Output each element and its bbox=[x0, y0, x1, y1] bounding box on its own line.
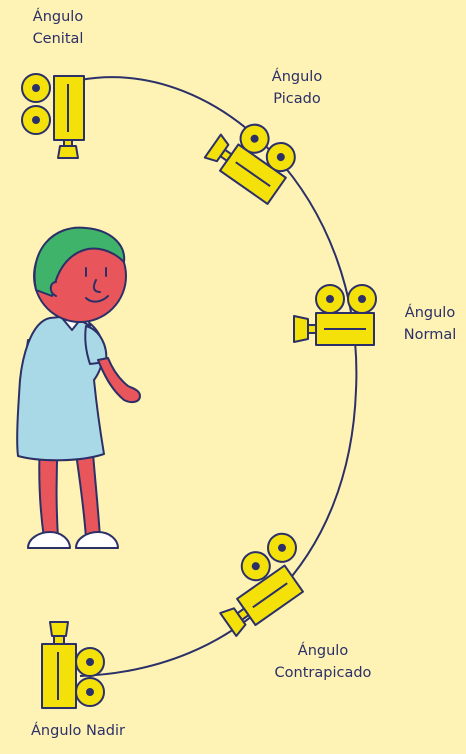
label-line: Ángulo bbox=[297, 643, 349, 659]
label-line: Ángulo bbox=[271, 69, 323, 85]
label-line: Ángulo Nadir bbox=[31, 723, 125, 739]
label-line: Picado bbox=[273, 91, 321, 107]
camera-icon-contrapicado bbox=[219, 532, 304, 637]
camera-icon-cenital bbox=[21, 73, 85, 159]
character-illustration bbox=[16, 226, 141, 549]
orbit-arc bbox=[79, 76, 358, 677]
label-line: Contrapicado bbox=[274, 665, 372, 681]
label-angulo-nadir: Ángulo Nadir bbox=[20, 720, 136, 742]
label-angulo-normal: Ángulo Normal bbox=[398, 302, 462, 346]
camera-icon-picado bbox=[203, 123, 296, 205]
label-line: Cenital bbox=[32, 31, 84, 47]
label-angulo-picado: Ángulo Picado bbox=[262, 66, 332, 110]
label-line: Ángulo bbox=[32, 9, 84, 25]
camera-icon-nadir bbox=[41, 621, 105, 709]
label-line: Normal bbox=[403, 327, 457, 343]
label-angulo-cenital: Ángulo Cenital bbox=[28, 6, 88, 50]
label-angulo-contrapicado: Ángulo Contrapicado bbox=[268, 640, 378, 684]
label-line: Ángulo bbox=[404, 305, 456, 321]
camera-icon-normal bbox=[293, 284, 377, 346]
